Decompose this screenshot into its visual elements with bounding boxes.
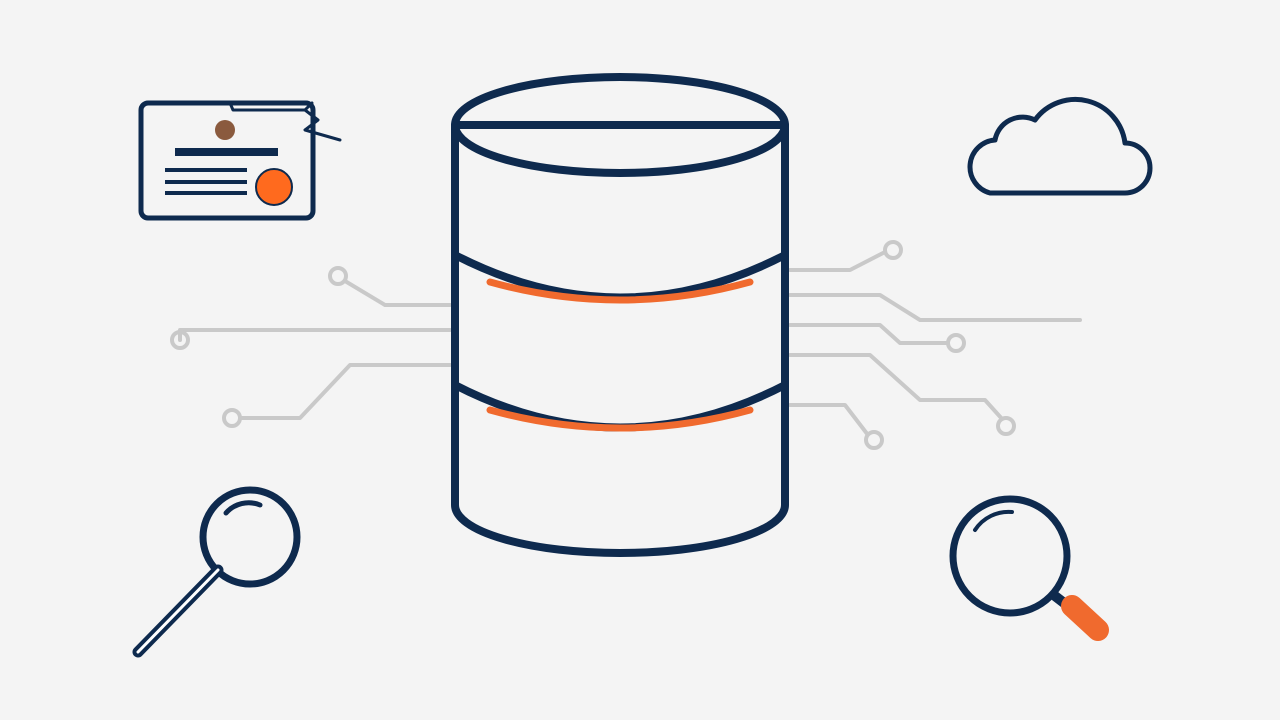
- magnifier-orange-icon: [949, 495, 1109, 641]
- circuit-lines-right: [788, 240, 1082, 450]
- cloud-icon: [967, 96, 1153, 196]
- database-icon: [451, 73, 789, 557]
- magnifier-icon: [132, 486, 301, 658]
- certificate-icon: [138, 100, 342, 221]
- circuit-lines-left: [170, 266, 452, 428]
